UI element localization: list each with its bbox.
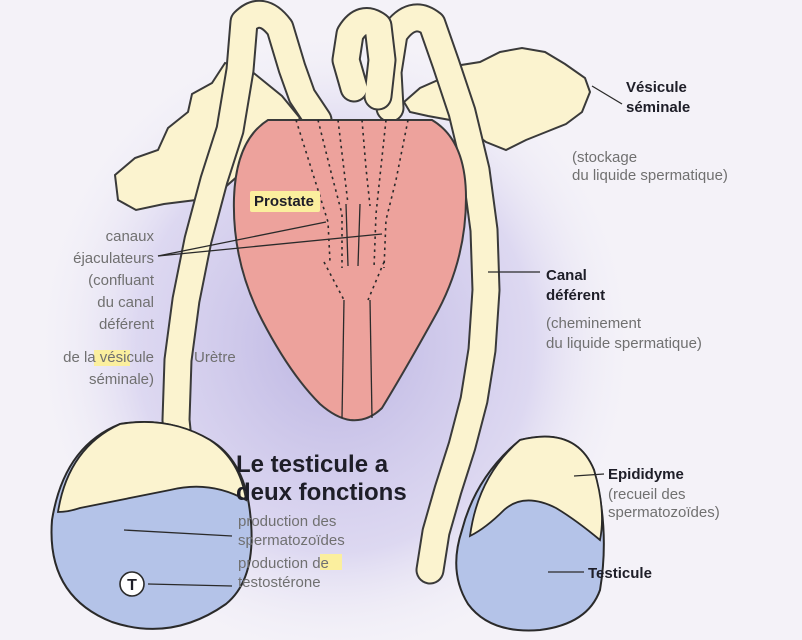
prostate-label: Prostate	[254, 193, 314, 210]
canaux-line3: (confluant	[88, 272, 155, 289]
canal-title-line1: Canal	[546, 267, 587, 284]
epididyme-sub-line1: (recueil des	[608, 486, 686, 503]
canal-sub-line1: (cheminement	[546, 315, 642, 332]
func2-line1: production de	[238, 555, 329, 572]
vesicule-sub-line2: du liquide spermatique)	[572, 167, 728, 184]
testosterone-symbol: T	[120, 572, 144, 596]
left-testis	[52, 422, 252, 629]
canal-sub-line2: du liquide spermatique)	[546, 335, 702, 352]
func2-line2: testostérone	[238, 574, 321, 591]
canaux-line2: éjaculateurs	[73, 250, 154, 267]
canaux-line4: du canal	[97, 294, 154, 311]
canal-title-line2: déférent	[546, 287, 605, 304]
canaux-line7: séminale)	[89, 371, 154, 388]
vesicule-sub-line1: (stockage	[572, 149, 637, 166]
main-title-line2: deux fonctions	[236, 479, 407, 506]
canaux-line1: canaux	[106, 228, 155, 245]
vesicule-title-line2: séminale	[626, 99, 690, 116]
testicule-label: Testicule	[588, 565, 652, 582]
uretre-label: Urètre	[194, 349, 236, 366]
func1-line2: spermatozoïdes	[238, 532, 345, 549]
func1-line1: production des	[238, 513, 336, 530]
canaux-line5: déférent	[99, 316, 155, 333]
main-title-line1: Le testicule a	[236, 451, 389, 478]
testosterone-symbol-letter: T	[127, 577, 137, 594]
canaux-line6: de la vésicule	[63, 349, 154, 366]
epididyme-sub-line2: spermatozoïdes)	[608, 504, 720, 521]
vesicule-title-line1: Vésicule	[626, 79, 687, 96]
epididyme-title: Epididyme	[608, 466, 684, 483]
